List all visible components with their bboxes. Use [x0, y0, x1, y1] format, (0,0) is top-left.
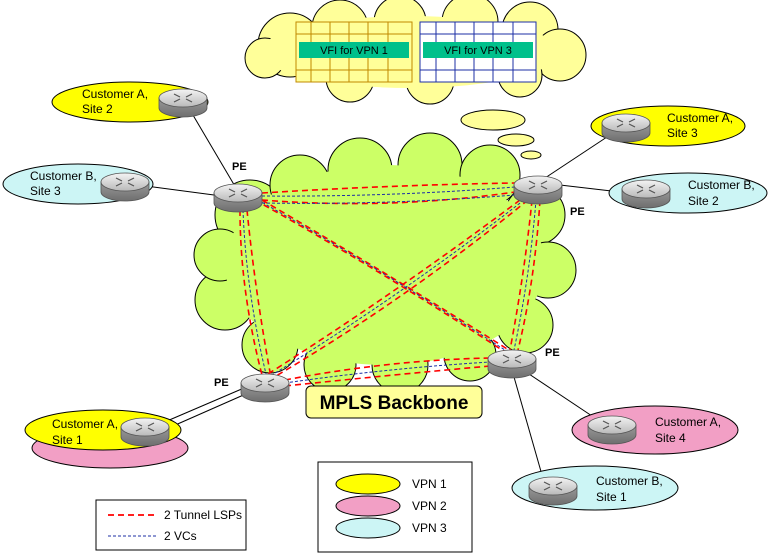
svg-text:Customer A,: Customer A, [667, 111, 733, 125]
vfi-vpn1-label: VFI for VPN 1 [320, 45, 388, 57]
site-customer-b-site-2: Customer B, Site 2 [608, 172, 768, 214]
svg-text:Customer A,: Customer A, [52, 417, 118, 431]
vfi-vpn3-label: VFI for VPN 3 [444, 45, 512, 57]
pe-label-bottom-right: PE [545, 347, 560, 359]
site-customer-a-site-4: Customer A, Site 4 [571, 405, 739, 455]
mpls-backbone-label: MPLS Backbone [305, 385, 483, 419]
site-customer-b-site-3: Customer B, Site 3 [2, 163, 154, 205]
site-customer-a-site-1: Customer A, Site 1 [24, 409, 189, 469]
svg-text:Customer B,: Customer B, [688, 178, 755, 192]
legend-vpn1-label: VPN 1 [412, 477, 447, 491]
svg-text:Customer A,: Customer A, [655, 415, 721, 429]
legend-vc-label: 2 VCs [164, 529, 197, 543]
pe-router-bottom-left [240, 373, 290, 403]
pe-label-top-right: PE [570, 206, 585, 218]
pe-label-bottom-left: PE [214, 377, 229, 389]
svg-text:Site 3: Site 3 [667, 126, 698, 140]
svg-text:Site 1: Site 1 [596, 490, 627, 504]
mpls-backbone-cloud [193, 132, 577, 394]
pe-router-top-right [513, 175, 563, 205]
svg-text:Customer B,: Customer B, [30, 169, 97, 183]
svg-text:Customer A,: Customer A, [82, 87, 148, 101]
site-customer-a-site-2: Customer A, Site 2 [51, 81, 209, 123]
site-customer-a-site-3: Customer A, Site 3 [590, 105, 746, 147]
svg-text:Site 4: Site 4 [655, 431, 686, 445]
pe-router-bottom-right [487, 349, 537, 379]
svg-text:Site 3: Site 3 [30, 184, 61, 198]
svg-text:Customer B,: Customer B, [596, 474, 663, 488]
legend-tunnel-label: 2 Tunnel LSPs [164, 508, 242, 522]
legend-lines: 2 Tunnel LSPs 2 VCs [95, 499, 247, 551]
svg-text:Site 1: Site 1 [52, 433, 83, 447]
svg-text:MPLS Backbone: MPLS Backbone [320, 393, 469, 414]
legend-vpn3-label: VPN 3 [412, 521, 447, 535]
legend-vpn: VPN 1 VPN 2 VPN 3 [317, 461, 473, 553]
vfi-grid-vpn1: VFI for VPN 1 [295, 21, 413, 83]
pe-label-top-left: PE [232, 161, 247, 173]
svg-text:Site 2: Site 2 [82, 102, 113, 116]
legend-vpn2-label: VPN 2 [412, 499, 447, 513]
tunnels [239, 182, 541, 387]
pe-router-top-left [213, 183, 263, 213]
svg-text:Site 2: Site 2 [688, 194, 719, 208]
vfi-grid-vpn3: VFI for VPN 3 [419, 21, 537, 83]
site-customer-b-site-1: Customer B, Site 1 [511, 465, 679, 511]
